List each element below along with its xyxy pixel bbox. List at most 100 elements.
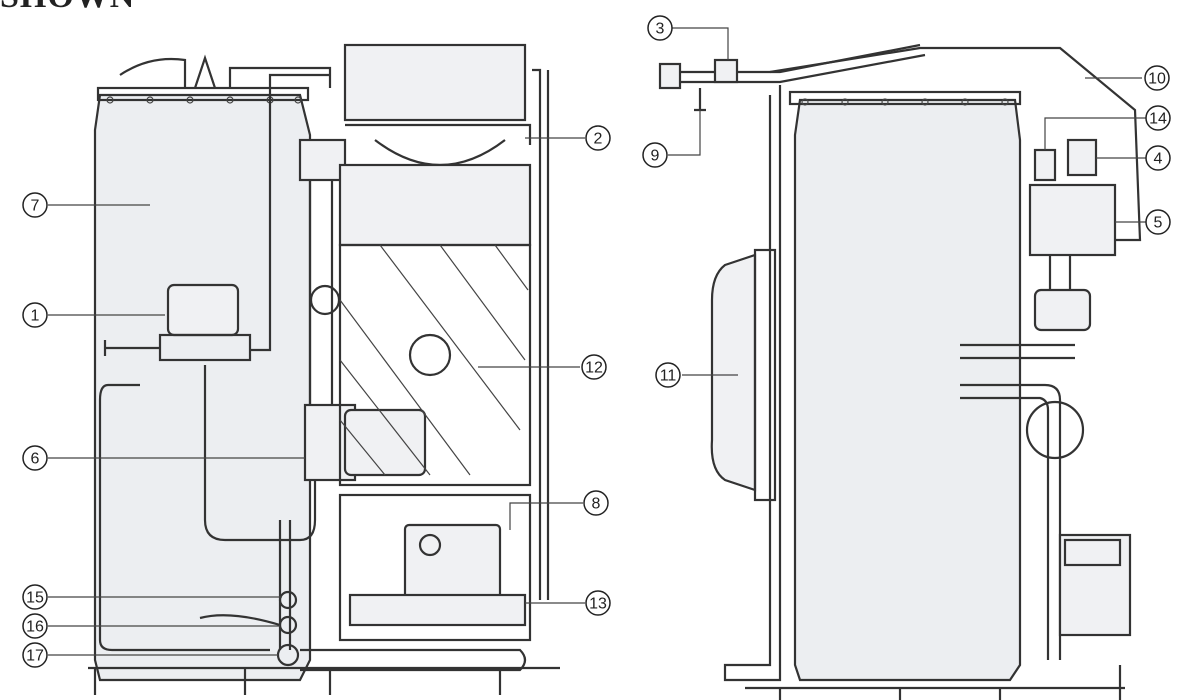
side-pump bbox=[1025, 400, 1085, 460]
callout-8: 8 bbox=[583, 490, 609, 516]
gas-block-right bbox=[1058, 533, 1132, 637]
gas-block-right-top bbox=[1063, 538, 1122, 567]
callout-circle bbox=[1145, 209, 1171, 235]
callout-label: 6 bbox=[31, 451, 40, 468]
gas-knob bbox=[418, 533, 442, 557]
top-pipe-right bbox=[660, 43, 926, 84]
callout-circle bbox=[642, 142, 668, 168]
callout-label: 12 bbox=[585, 360, 603, 377]
drop-pipe bbox=[203, 365, 317, 542]
right-riser bbox=[532, 68, 550, 600]
hatching bbox=[339, 244, 529, 476]
callout-circle bbox=[583, 490, 609, 516]
callout-label: 3 bbox=[656, 21, 665, 38]
flue-hood-10 bbox=[769, 46, 1142, 242]
callout-circle bbox=[585, 590, 611, 616]
callout-label: 8 bbox=[592, 496, 601, 513]
left-tall-pipe bbox=[723, 85, 782, 682]
sight-glass bbox=[408, 333, 452, 377]
front-view bbox=[88, 43, 560, 695]
callout-circle bbox=[22, 613, 48, 639]
top-pipe-b bbox=[193, 54, 217, 89]
callout-label: 9 bbox=[651, 148, 660, 165]
vent-valve bbox=[298, 138, 347, 182]
inlet-fitting bbox=[658, 62, 682, 90]
callout-label: 10 bbox=[1148, 71, 1166, 88]
pump-6-motor bbox=[343, 408, 427, 477]
riser-pipe bbox=[250, 73, 330, 352]
tank-right-flange bbox=[788, 90, 1022, 106]
side-pipe-a bbox=[960, 343, 1075, 360]
callout-label: 13 bbox=[589, 596, 607, 613]
callout-14: 14 bbox=[1145, 105, 1171, 131]
drain-valve-15 bbox=[278, 590, 298, 610]
callout-11: 11 bbox=[655, 362, 681, 388]
callout-16: 16 bbox=[22, 613, 48, 639]
manifold-drop bbox=[1048, 255, 1072, 290]
callout-circle bbox=[22, 302, 48, 328]
leader-lines bbox=[48, 27, 1146, 656]
callout-13: 13 bbox=[585, 590, 611, 616]
callout-12: 12 bbox=[581, 354, 607, 380]
callout-17: 17 bbox=[22, 642, 48, 668]
callout-circle bbox=[1144, 65, 1170, 91]
callout-circle bbox=[22, 192, 48, 218]
callout-circle bbox=[585, 125, 611, 151]
page-title-fragment: SHOWN bbox=[0, 0, 135, 16]
callout-5: 5 bbox=[1145, 209, 1171, 235]
top-pipe-c bbox=[228, 66, 332, 88]
tank-right bbox=[793, 98, 1022, 682]
valve-1 bbox=[166, 283, 240, 337]
gas-inlet-13 bbox=[348, 593, 527, 627]
manifold-5 bbox=[1028, 183, 1117, 257]
top-pipe-a bbox=[119, 57, 187, 88]
burner-dome bbox=[345, 123, 532, 166]
side-pipe-b bbox=[960, 383, 1062, 660]
callout-3: 3 bbox=[647, 15, 673, 41]
fitting-9 bbox=[694, 88, 706, 112]
return-pipe bbox=[98, 383, 270, 652]
burner-top bbox=[343, 43, 527, 122]
callout-label: 7 bbox=[31, 198, 40, 215]
callout-2: 2 bbox=[585, 125, 611, 151]
callout-label: 5 bbox=[1154, 215, 1163, 232]
relief-4 bbox=[1066, 138, 1098, 177]
callout-label: 1 bbox=[31, 308, 40, 325]
callout-circle bbox=[1145, 105, 1171, 131]
vessel-mount bbox=[753, 248, 777, 502]
callout-label: 2 bbox=[594, 131, 603, 148]
callout-circle bbox=[581, 354, 607, 380]
callout-label: 14 bbox=[1149, 111, 1167, 128]
callout-circle bbox=[1145, 145, 1171, 171]
callout-10: 10 bbox=[1144, 65, 1170, 91]
base-frame-right bbox=[745, 665, 1125, 700]
base-pipe bbox=[300, 648, 527, 672]
callout-circle bbox=[22, 445, 48, 471]
fan-box bbox=[338, 163, 532, 247]
gas-valve-frame bbox=[338, 493, 532, 642]
drain-hose bbox=[199, 614, 281, 627]
callout-label: 4 bbox=[1154, 151, 1163, 168]
callout-6: 6 bbox=[22, 445, 48, 471]
base-frame-left bbox=[88, 666, 560, 695]
callout-circle bbox=[655, 362, 681, 388]
side-view bbox=[658, 43, 1142, 700]
vent-14 bbox=[1033, 148, 1057, 182]
tank-top-flange bbox=[96, 86, 310, 102]
tank-left bbox=[93, 93, 312, 682]
callout-label: 11 bbox=[660, 368, 677, 385]
expansion-vessel-11 bbox=[710, 253, 757, 492]
callout-7: 7 bbox=[22, 192, 48, 218]
side-valve bbox=[1033, 288, 1092, 332]
valve-1-pipe bbox=[103, 340, 160, 356]
callout-circle bbox=[647, 15, 673, 41]
callout-label: 16 bbox=[26, 619, 44, 636]
callout-circle bbox=[22, 642, 48, 668]
callout-label: 17 bbox=[26, 648, 44, 665]
vertical-column bbox=[308, 140, 334, 405]
chamber-12 bbox=[338, 243, 532, 487]
callout-15: 15 bbox=[22, 584, 48, 610]
callout-9: 9 bbox=[642, 142, 668, 168]
